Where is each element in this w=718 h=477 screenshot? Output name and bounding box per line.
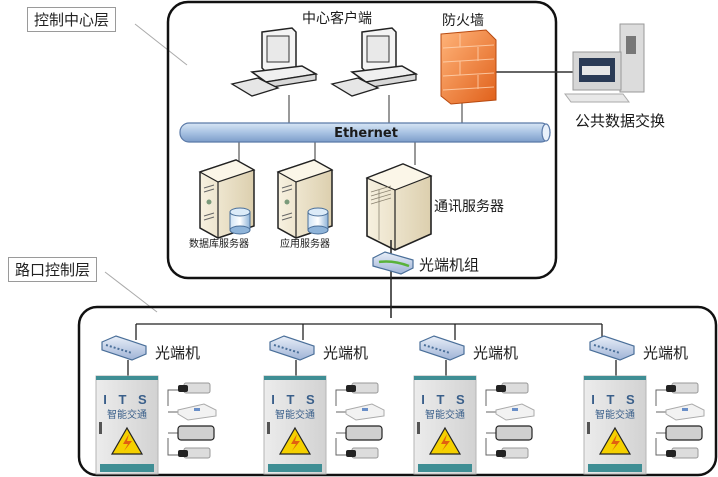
display-module-icon: [345, 425, 383, 441]
cabinet-brand: I T S: [271, 392, 318, 407]
client-pc-1-icon: [230, 27, 319, 97]
warning-sign-icon: [278, 426, 312, 455]
intersection-frame: [77, 305, 718, 477]
camera-icon: [178, 447, 211, 459]
peripheral-connectors: [655, 389, 666, 456]
cabinet-subtitle: 智能交通: [107, 408, 147, 421]
fiber-switch-icon: [269, 335, 315, 361]
control-center-layer-label: 控制中心层: [27, 7, 117, 32]
control-center-callout-line: [134, 23, 188, 66]
vehicle-detector-icon: [495, 403, 535, 421]
cabinet-brand: I T S: [591, 392, 638, 407]
firewall-label: 防火墙: [442, 13, 484, 29]
firewall-icon: [440, 29, 497, 105]
camera-icon: [666, 382, 699, 394]
peripheral-connectors: [335, 389, 346, 456]
fiber-switch-label: 光端机: [323, 344, 368, 362]
peripheral-connectors: [167, 389, 178, 456]
database-server-icon: [198, 159, 256, 239]
database-cylinder-icon: [307, 207, 329, 235]
warning-sign-icon: [598, 426, 632, 455]
camera-icon: [346, 382, 379, 394]
display-module-icon: [177, 425, 215, 441]
fiber-switch-icon: [589, 335, 635, 361]
display-module-icon: [495, 425, 533, 441]
camera-icon: [346, 447, 379, 459]
ethernet-bus: Ethernet: [179, 122, 551, 143]
fiber-switch-label: 光端机: [643, 344, 688, 362]
control-center-frame: [166, 0, 558, 280]
public-exchange-label: 公共数据交换: [575, 112, 665, 130]
cabinet-subtitle: 智能交通: [595, 408, 635, 421]
distribution-lines: [135, 323, 603, 340]
center-clients-label: 中心客户端: [302, 10, 372, 27]
fiber-switch-label: 光端机: [155, 344, 200, 362]
cabinet-subtitle: 智能交通: [275, 408, 315, 421]
database-server-label: 数据库服务器: [189, 237, 249, 250]
client-pc-2-icon: [330, 27, 419, 97]
application-server-label: 应用服务器: [280, 237, 330, 250]
database-cylinder-icon: [229, 207, 251, 235]
fiber-switch-icon: [101, 335, 147, 361]
peripheral-connectors: [485, 389, 496, 456]
communication-server-icon: [365, 163, 433, 251]
warning-sign-icon: [110, 426, 144, 455]
fiber-group-icon: [372, 251, 414, 275]
public-exchange-pc-icon: [564, 23, 645, 103]
vehicle-detector-icon: [345, 403, 385, 421]
ethernet-label: Ethernet: [334, 126, 398, 141]
display-module-icon: [665, 425, 703, 441]
camera-icon: [496, 382, 529, 394]
intersection-layer-label: 路口控制层: [8, 257, 98, 282]
cabinet-subtitle: 智能交通: [425, 408, 465, 421]
vehicle-detector-icon: [665, 403, 705, 421]
camera-icon: [178, 382, 211, 394]
fiber-group-label: 光端机组: [419, 256, 479, 274]
cabinet-brand: I T S: [103, 392, 150, 407]
camera-icon: [666, 447, 699, 459]
vehicle-detector-icon: [177, 403, 217, 421]
application-server-icon: [276, 159, 334, 239]
warning-sign-icon: [428, 426, 462, 455]
fiber-switch-label: 光端机: [473, 344, 518, 362]
camera-icon: [496, 447, 529, 459]
communication-server-label: 通讯服务器: [434, 199, 504, 215]
fiber-switch-icon: [419, 335, 465, 361]
intersection-callout-line: [104, 271, 158, 313]
cabinet-brand: I T S: [421, 392, 468, 407]
